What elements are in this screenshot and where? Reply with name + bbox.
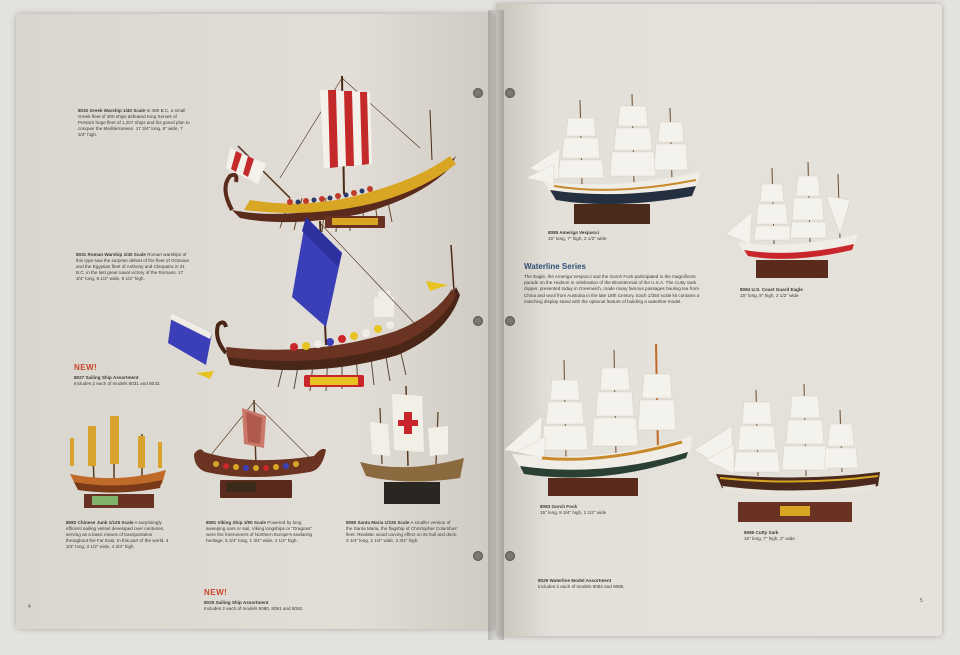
section-body: The Eagle, the Ameriga Vespucci and the … [524,274,700,304]
section-heading: Waterline Series [524,262,586,271]
santa-maria-text: A smaller version of the Santa Maria, th… [346,520,458,543]
assortment-8027-text: Includes 2 each of models 8031 and 8032. [74,381,161,386]
gorch-fock-title: 8083 Gorch Fock [540,504,578,509]
chinese-junk-title: 8082 Chinese Junk 1/125 Scale [66,520,134,525]
amerigo-vespucci-title: 8085 Ameriga Vespucci [548,230,599,235]
assortment-8025-title: 8025 Sailing Ship Assortment [204,600,269,605]
greek-warship-text: In 480 B.C. a small Greek fleet of 300 s… [78,108,190,137]
page-number-right: 5 [920,598,923,604]
assortment-8027-title: 8027 Sailing Ship Assortment [74,375,139,380]
binder-hole [473,316,483,326]
cutty-sark-image [693,383,880,522]
coast-guard-eagle-title: 8084 U.S. Coast Guard Eagle [740,287,803,292]
assortment-8027-caption: 8027 Sailing Ship Assortment Includes 2 … [74,375,214,387]
page-number-left: 4 [28,604,31,610]
greek-warship-title: 8032 Greek Warship 1/40 Scale [78,108,146,113]
viking-ship-title: 8081 Viking Ship 1/90 Scale [206,520,266,525]
gorch-fock-text: 15" long, 8 3/4" high, 2 1/2" wide [540,510,607,515]
assortment-8029-title: 8029 Waterline Model Assortment [538,578,612,583]
cutty-sark-text: 15" long, 7" high, 2" wide [744,536,795,541]
gorch-fock-caption: 8083 Gorch Fock 15" long, 8 3/4" high, 2… [540,504,680,516]
chinese-junk-text: A surprisingly efficient sailing vessel … [66,520,169,549]
roman-warship-image [168,217,460,392]
chinese-junk-caption: 8082 Chinese Junk 1/125 Scale A surprisi… [66,520,172,550]
new-badge: NEW! [204,588,228,597]
binder-hole [505,316,515,326]
coast-guard-eagle-text: 15" long, 8" high, 2 1/2" wide [740,293,799,298]
santa-maria-caption: 8080 Santa Maria 1/225 Scale A smaller v… [346,520,458,544]
coast-guard-eagle-caption: 8084 U.S. Coast Guard Eagle 15" long, 8"… [740,287,860,299]
cutty-sark-title: 8086 Cutty Sark [744,530,779,535]
new-badge: NEW! [74,363,98,372]
viking-ship-caption: 8081 Viking Ship 1/90 Scale Powered by l… [206,520,314,544]
roman-warship-text: Roman warships of this type saw the surp… [76,252,190,281]
page-gutter [488,10,504,640]
coast-guard-eagle-image [725,161,858,278]
cutty-sark-caption: 8086 Cutty Sark 15" long, 7" high, 2" wi… [744,530,864,542]
assortment-8025-caption: 8025 Sailing Ship Assortment Includes 2 … [204,600,384,612]
chinese-junk-image [70,416,166,508]
santa-maria-title: 8080 Santa Maria 1/225 Scale [346,520,410,525]
gorch-fock-image [503,343,692,496]
right-page [496,4,942,636]
roman-warship-caption: 8031 Roman Warship 1/40 Scale Roman wars… [76,252,190,282]
assortment-8025-text: Includes 2 each of models 8080, 8081 and… [204,606,304,611]
binder-hole [505,88,515,98]
santa-maria-image [360,385,464,504]
assortment-8029-text: Includes 2 each of models 8083 and 8085. [538,584,625,589]
amerigo-vespucci-image [525,93,700,224]
roman-warship-title: 8031 Roman Warship 1/40 Scale [76,252,146,257]
binder-hole [505,551,515,561]
viking-ship-image [194,399,326,498]
binder-hole [473,551,483,561]
amerigo-vespucci-text: 15" long, 7" high, 2 1/2" wide [548,236,607,241]
left-page [16,14,494,629]
amerigo-vespucci-caption: 8085 Ameriga Vespucci 15" long, 7" high,… [548,230,688,242]
binder-hole [473,88,483,98]
greek-warship-image [223,75,456,233]
greek-warship-caption: 8032 Greek Warship 1/40 Scale In 480 B.C… [78,108,190,138]
viking-ship-text: Powered by long sweeping oars or sail, V… [206,520,313,543]
assortment-8029-caption: 8029 Waterline Model Assortment Includes… [538,578,718,590]
